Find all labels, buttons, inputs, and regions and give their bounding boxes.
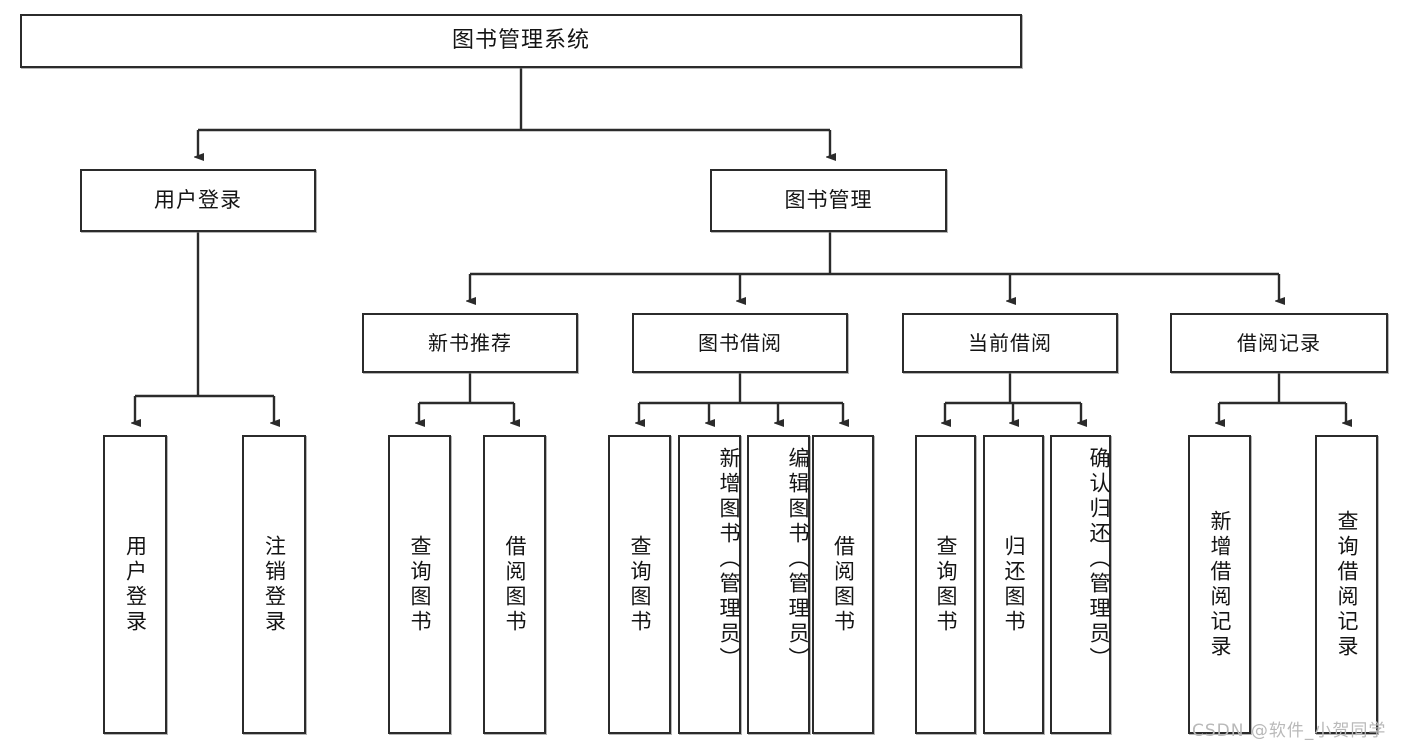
node-user-login[interactable]: 用户登录: [80, 169, 316, 232]
leaf-query-book-current[interactable]: 查询图书: [915, 435, 976, 734]
leaf-logout-login[interactable]: 注销登录: [242, 435, 306, 734]
node-new-book-recommend[interactable]: 新书推荐: [362, 313, 578, 373]
csdn-watermark: CSDN @软件_小贺同学: [1192, 721, 1387, 741]
node-current-borrow[interactable]: 当前借阅: [902, 313, 1118, 373]
leaf-query-book-recommend[interactable]: 查询图书: [388, 435, 451, 734]
leaf-confirm-return-admin[interactable]: 确认归还（管理员）: [1050, 435, 1111, 734]
node-root-system[interactable]: 图书管理系统: [20, 14, 1022, 68]
leaf-edit-book-admin[interactable]: 编辑图书（管理员）: [747, 435, 810, 734]
node-book-manage[interactable]: 图书管理: [710, 169, 947, 232]
node-book-borrow[interactable]: 图书借阅: [632, 313, 848, 373]
leaf-user-login[interactable]: 用户登录: [103, 435, 167, 734]
leaf-query-book-borrow[interactable]: 查询图书: [608, 435, 671, 734]
leaf-add-borrow-record[interactable]: 新增借阅记录: [1188, 435, 1251, 734]
leaf-borrow-book-recommend[interactable]: 借阅图书: [483, 435, 546, 734]
leaf-borrow-book-borrow[interactable]: 借阅图书: [812, 435, 874, 734]
node-borrow-record[interactable]: 借阅记录: [1170, 313, 1388, 373]
leaf-return-book[interactable]: 归还图书: [983, 435, 1044, 734]
leaf-query-borrow-record[interactable]: 查询借阅记录: [1315, 435, 1378, 734]
leaf-add-book-admin[interactable]: 新增图书（管理员）: [678, 435, 741, 734]
